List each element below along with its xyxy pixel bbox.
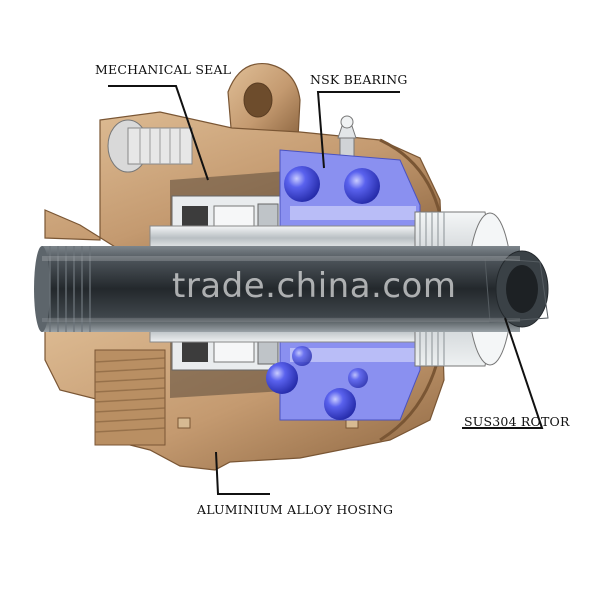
rotor-shaft xyxy=(34,246,549,332)
bearing-ball xyxy=(292,346,312,366)
label-nsk-bearing: NSK BEARING xyxy=(310,72,408,87)
grease-nipple xyxy=(337,115,357,161)
label-sus304-rotor: SUS304 ROTOR xyxy=(464,414,570,429)
leader-rotor xyxy=(462,317,544,429)
watermark-text: trade.china.com xyxy=(172,266,457,306)
leader-housing xyxy=(215,451,270,495)
label-mechanical-seal: MECHANICAL SEAL xyxy=(95,62,232,77)
bearing-ball xyxy=(284,166,320,202)
bearing-ball xyxy=(266,362,298,394)
leader-lines xyxy=(108,85,544,495)
bearing-ball xyxy=(324,388,356,420)
leader-bearing xyxy=(316,91,400,169)
bearing-ball xyxy=(344,168,380,204)
label-aluminium-housing: ALUMINIUM ALLOY HOSING xyxy=(197,502,394,517)
leader-mechanical-seal xyxy=(108,85,209,181)
bearing-ball xyxy=(348,368,368,388)
